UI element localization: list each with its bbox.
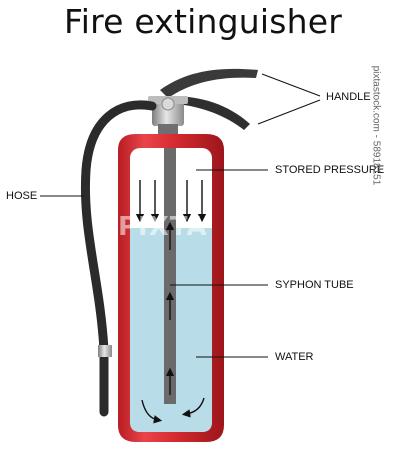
label-handle: HANDLE [326,91,371,103]
watermark: PIXTA [118,212,208,242]
cylinder-body [118,134,224,442]
handle-levers [160,68,258,130]
pressure-arrows [135,180,207,223]
leader-lines [40,73,321,358]
flow-arrows [141,221,205,424]
syphon-tube [164,148,176,404]
valve-head [148,96,188,134]
hose [80,100,157,417]
label-water: WATER [275,351,314,363]
diagram-title: Fire extinguisher [63,2,343,41]
label-syphon-tube: SYPHON TUBE [275,279,354,291]
label-stored-pressure: STORED PRESSURE [275,164,385,176]
stock-id: pixtastock.com - 58918151 [370,65,382,186]
label-hose: HOSE [6,190,38,202]
